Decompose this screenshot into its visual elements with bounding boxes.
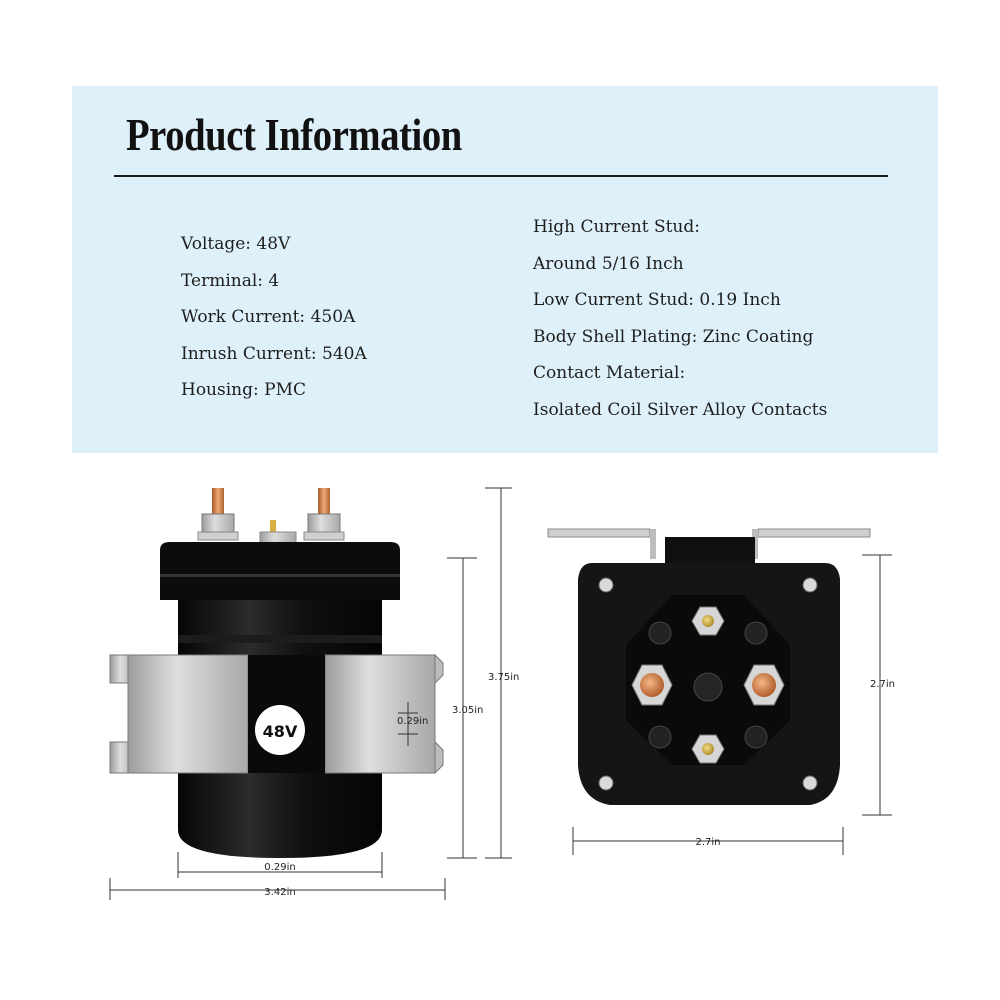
spec-high-current-stud-value: Around 5/16 Inch xyxy=(533,253,684,274)
spec-work-current: Work Current: 450A xyxy=(181,307,356,327)
body-height-dimension: 3.05in xyxy=(452,705,483,716)
spec-high-current-stud-label: High Current Stud: xyxy=(533,217,700,237)
voltage-badge-label: 48V xyxy=(263,722,298,741)
side-terminal-studs xyxy=(197,488,345,545)
spec-housing: Housing: PMC xyxy=(181,380,306,400)
spec-low-current-stud: Low Current Stud: 0.19 Inch xyxy=(533,290,781,310)
spec-terminal: Terminal: 4 xyxy=(181,270,280,291)
voltage-badge xyxy=(255,705,305,755)
side-mounting-bracket xyxy=(109,653,444,775)
spec-contact-material-value: Isolated Coil Silver Alloy Contacts xyxy=(533,399,828,420)
spec-body-shell-plating: Body Shell Plating: Zinc Coating xyxy=(533,326,814,347)
spec-list-left: Voltage: 48V Terminal: 4 Work Current: 4… xyxy=(181,226,367,409)
rear-high-current-studs xyxy=(631,664,785,706)
solenoid-rear-view: 2.7in 2.7in xyxy=(547,528,895,855)
total-width-dimension: 3.42in xyxy=(264,887,295,898)
rear-low-current-studs xyxy=(691,606,725,764)
product-info-panel: Product Information Voltage: 48V Termina… xyxy=(72,86,938,453)
spec-contact-material-label: Contact Material: xyxy=(533,363,686,383)
rear-mounting-bracket xyxy=(547,528,871,563)
spec-inrush-current: Inrush Current: 540A xyxy=(181,343,367,364)
rear-height-dimension: 2.7in xyxy=(870,679,895,690)
spec-voltage: Voltage: 48V xyxy=(181,234,291,254)
solenoid-side-view: 48V 0.29in 3.05in 3.75in 0.29in 3.42in xyxy=(109,487,519,900)
body-width-dimension: 0.29in xyxy=(264,862,295,873)
title-divider xyxy=(114,175,888,177)
spec-list-right: High Current Stud: Around 5/16 Inch Low … xyxy=(533,209,827,428)
bracket-gap-dimension: 0.29in xyxy=(397,716,428,727)
total-height-dimension: 3.75in xyxy=(488,672,519,683)
product-info-title: Product Information xyxy=(126,109,462,160)
rear-width-dimension: 2.7in xyxy=(695,837,720,848)
side-cap xyxy=(160,542,400,600)
